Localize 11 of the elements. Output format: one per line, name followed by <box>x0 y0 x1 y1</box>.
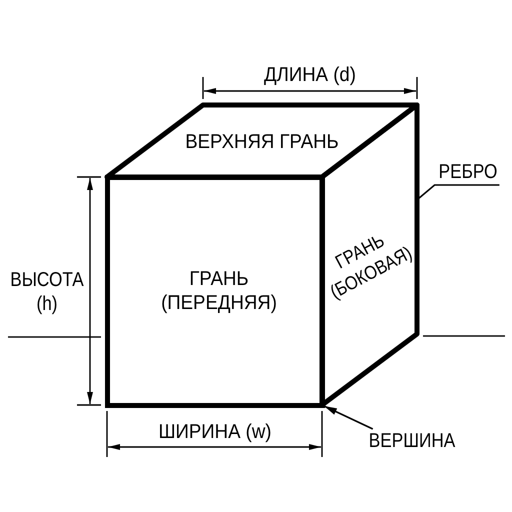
dimension-label: ШИРИНА (w) <box>158 420 272 444</box>
dimension-label: ВЫСОТА (h) <box>9 268 85 316</box>
callout-label: ВЕРШИНА <box>368 429 456 453</box>
front-face <box>105 175 325 408</box>
leader-line <box>417 184 500 200</box>
leader-arrow <box>324 405 374 430</box>
face-label: ГРАНЬ (ПЕРЕДНЯЯ) <box>160 267 278 315</box>
callout-label: РЕБРО <box>438 160 498 184</box>
top-face <box>104 102 420 180</box>
dimension-label: ДЛИНА (d) <box>264 63 356 87</box>
face-label: ВЕРХНЯЯ ГРАНЬ <box>185 130 339 154</box>
